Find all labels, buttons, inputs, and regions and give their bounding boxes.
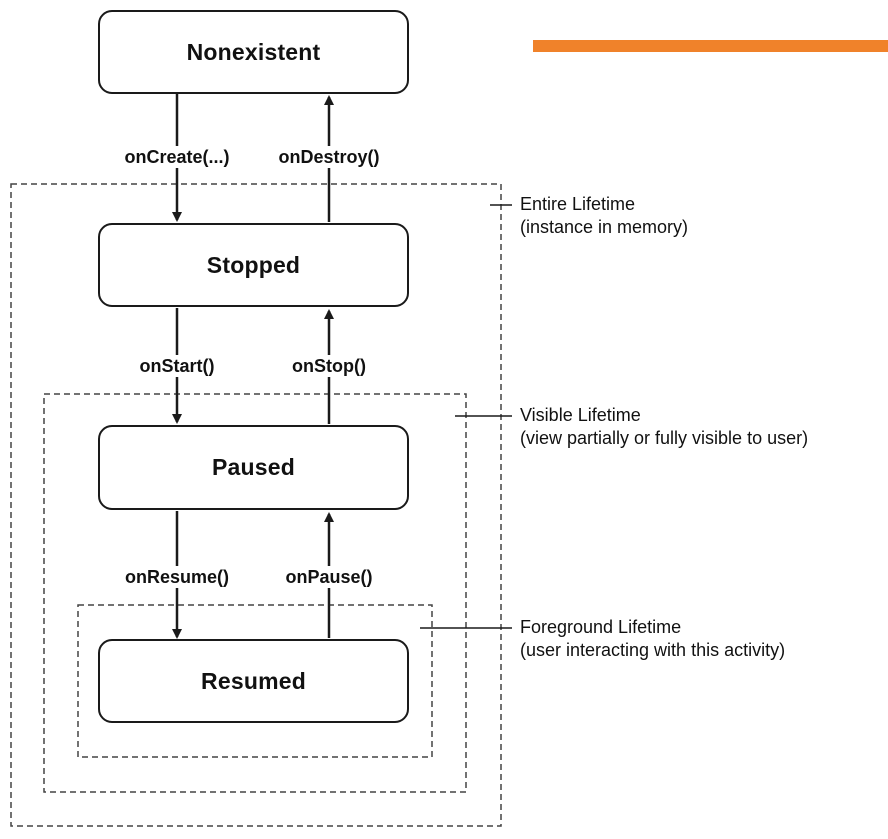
note-visible-lifetime: Visible Lifetime (view partially or full… xyxy=(520,404,808,450)
note-foreground-lifetime-detail: (user interacting with this activity) xyxy=(520,640,786,660)
note-visible-lifetime-detail: (view partially or fully visible to user… xyxy=(520,428,809,448)
callback-onstop: onStop() xyxy=(290,355,368,377)
state-paused-label: Paused xyxy=(211,454,295,480)
accent-bar xyxy=(533,40,888,52)
note-foreground-lifetime: Foreground Lifetime (user interacting wi… xyxy=(520,616,785,662)
state-resumed-label: Resumed xyxy=(201,667,306,694)
note-entire-lifetime-detail: (instance in memory) xyxy=(520,217,689,237)
entire-lifetime-box xyxy=(10,183,502,827)
state-stopped-label: Stopped xyxy=(206,251,301,278)
callback-ondestroy: onDestroy() xyxy=(276,146,382,168)
callback-onresume: onResume() xyxy=(122,566,232,588)
state-nonexistent-label: Nonexistent xyxy=(186,38,321,65)
note-visible-lifetime-title: Visible Lifetime xyxy=(520,405,641,425)
state-resumed: Resumed xyxy=(98,639,409,723)
foreground-lifetime-box xyxy=(77,604,433,758)
callback-onstart: onStart() xyxy=(137,355,217,377)
state-nonexistent: Nonexistent xyxy=(98,10,409,94)
state-paused: Paused xyxy=(98,425,409,510)
callback-onpause: onPause() xyxy=(283,566,375,588)
visible-lifetime-box xyxy=(43,393,467,793)
note-foreground-lifetime-title: Foreground Lifetime xyxy=(520,617,682,637)
note-entire-lifetime: Entire Lifetime (instance in memory) xyxy=(520,193,688,239)
state-stopped: Stopped xyxy=(98,223,409,307)
callback-oncreate: onCreate(...) xyxy=(122,146,232,168)
note-entire-lifetime-title: Entire Lifetime xyxy=(520,194,636,214)
